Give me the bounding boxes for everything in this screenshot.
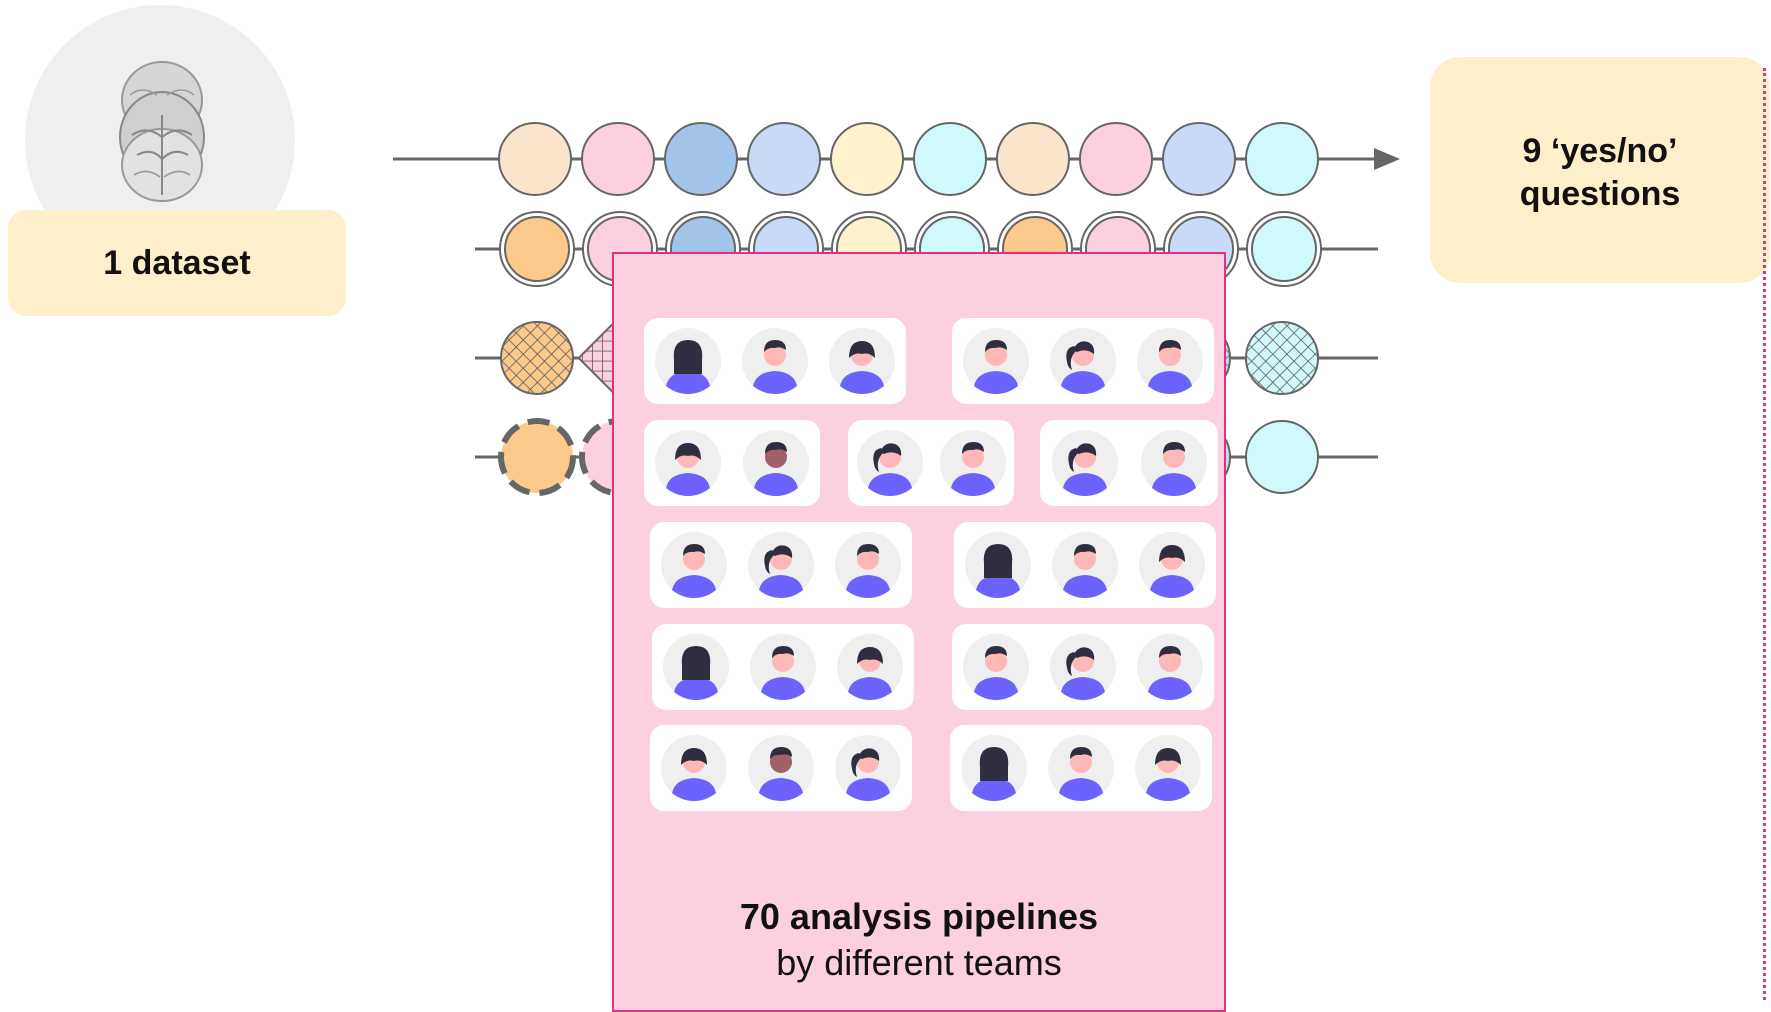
person-avatar-icon — [660, 735, 727, 801]
person-avatar-icon — [960, 735, 1027, 801]
person-avatar-icon — [1135, 735, 1202, 801]
person-avatar-icon — [1047, 735, 1114, 801]
dataset-text: 1 dataset — [103, 243, 251, 282]
team-card — [650, 522, 912, 608]
pipeline-node — [747, 122, 821, 196]
person-avatar-icon — [829, 328, 896, 394]
pipeline-node — [1079, 122, 1153, 196]
person-avatar-icon — [1137, 328, 1204, 394]
team-card — [650, 725, 912, 811]
pipeline-node-hatched — [1245, 321, 1319, 395]
person-avatar-icon — [856, 430, 923, 496]
pipeline-node-hatched — [500, 321, 574, 395]
person-avatar-icon — [1139, 532, 1206, 598]
person-avatar-icon — [1051, 430, 1118, 496]
dotted-divider — [1763, 68, 1766, 1000]
questions-box: 9 ‘yes/no’ questions — [1430, 57, 1770, 283]
dataset-label: 1 dataset — [8, 210, 346, 316]
teams-panel: 70 analysis pipelines by different teams — [612, 252, 1226, 1012]
team-card — [950, 725, 1212, 811]
team-card — [952, 624, 1214, 710]
pipeline-node — [913, 122, 987, 196]
team-card — [954, 522, 1216, 608]
person-avatar-icon — [655, 430, 721, 496]
team-card — [644, 318, 906, 404]
person-avatar-icon — [660, 532, 727, 598]
person-avatar-icon — [962, 634, 1029, 700]
team-card — [1040, 420, 1218, 506]
questions-text-line2: questions — [1519, 175, 1681, 213]
pipeline-node — [1245, 420, 1319, 494]
team-card — [644, 420, 820, 506]
person-avatar-icon — [741, 328, 808, 394]
person-avatar-icon — [654, 328, 721, 394]
pipeline-node — [498, 122, 572, 196]
person-avatar-icon — [747, 532, 814, 598]
person-avatar-icon — [749, 634, 816, 700]
pipelines-title: 70 analysis pipelines — [739, 896, 1099, 937]
panel-caption: 70 analysis pipelines by different teams — [614, 894, 1224, 986]
pipeline-node — [1251, 216, 1317, 282]
pipeline-node — [1245, 122, 1319, 196]
team-card — [652, 624, 914, 710]
pipeline-node — [1162, 122, 1236, 196]
brain-scan-icon — [119, 61, 205, 202]
team-card — [952, 318, 1214, 404]
team-card — [848, 420, 1014, 506]
person-avatar-icon — [1137, 634, 1204, 700]
person-avatar-icon — [964, 532, 1031, 598]
questions-text-line1: 9 ‘yes/no’ — [1522, 132, 1678, 170]
person-avatar-icon — [939, 430, 1006, 496]
pipeline-node — [581, 122, 655, 196]
person-avatar-icon — [1140, 430, 1207, 496]
person-avatar-icon — [747, 735, 814, 801]
pipeline-node — [664, 122, 738, 196]
person-avatar-icon — [835, 532, 902, 598]
person-avatar-icon — [962, 328, 1029, 394]
person-avatar-icon — [743, 430, 809, 496]
pipeline-node-dashed — [498, 418, 576, 496]
person-avatar-icon — [1049, 328, 1116, 394]
person-avatar-icon — [1049, 634, 1116, 700]
person-avatar-icon — [662, 634, 729, 700]
pipelines-subtitle: by different teams — [776, 942, 1062, 983]
person-avatar-icon — [835, 735, 902, 801]
pipeline-node — [504, 216, 570, 282]
pipeline-node — [830, 122, 904, 196]
person-avatar-icon — [1051, 532, 1118, 598]
pipeline-node — [996, 122, 1070, 196]
arrow-head-icon — [1374, 148, 1400, 170]
person-avatar-icon — [837, 634, 904, 700]
